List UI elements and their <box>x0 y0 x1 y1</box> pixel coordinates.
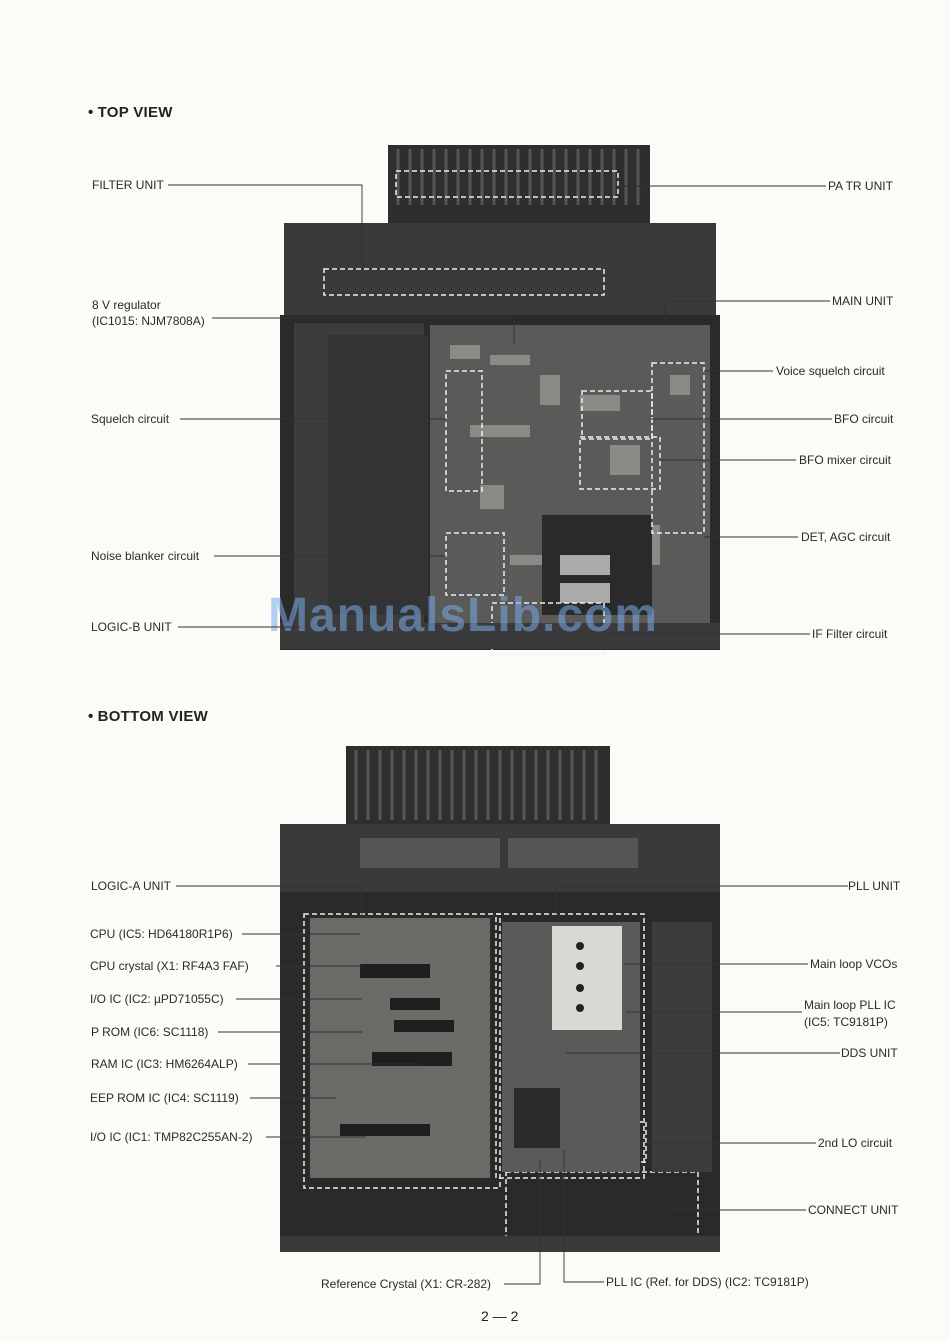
label-pll-unit: PLL UNIT <box>848 879 901 893</box>
label-ic1015: (IC1015: NJM7808A) <box>92 314 205 328</box>
label-if-filter: IF Filter circuit <box>812 627 888 641</box>
label-bfo-mixer: BFO mixer circuit <box>799 453 892 467</box>
label-reference-crystal: Reference Crystal (X1: CR-282) <box>321 1277 492 1291</box>
label-eeprom: EEP ROM IC (IC4: SC1119) <box>90 1091 239 1105</box>
watermark: ManualsLib.com <box>268 589 659 642</box>
label-cpu-crystal: CPU crystal (X1: RF4A3 FAF) <box>90 959 249 973</box>
label-ram-ic: RAM IC (IC3: HM6264ALP) <box>91 1057 238 1071</box>
label-prom: P ROM (IC6: SC1118) <box>91 1025 209 1039</box>
label-main-loop-pll-ic: Main loop PLL IC <box>804 998 896 1012</box>
label-connect-unit: CONNECT UNIT <box>808 1203 899 1217</box>
label-bfo-circuit: BFO circuit <box>834 412 894 426</box>
label-8v-regulator: 8 V regulator <box>92 298 161 312</box>
bottom-view-photo <box>280 746 720 1252</box>
label-main-loop-vcos: Main loop VCOs <box>810 957 898 971</box>
label-ic5-tc9181p: (IC5: TC9181P) <box>804 1015 888 1029</box>
label-pa-tr-unit: PA TR UNIT <box>828 179 893 193</box>
label-dds-unit: DDS UNIT <box>841 1046 898 1060</box>
label-logic-b-unit: LOGIC-B UNIT <box>91 620 172 634</box>
label-2nd-lo: 2nd LO circuit <box>818 1136 893 1150</box>
page-number: 2 — 2 <box>481 1308 519 1324</box>
bottom-view-heading: •BOTTOM VIEW <box>88 708 209 725</box>
label-logic-a-unit: LOGIC-A UNIT <box>91 879 172 893</box>
top-view-photo <box>280 145 720 655</box>
label-pll-ic-dds: PLL IC (Ref. for DDS) (IC2: TC9181P) <box>606 1275 809 1289</box>
label-main-unit: MAIN UNIT <box>832 294 894 308</box>
top-view-heading: •TOP VIEW <box>88 104 173 121</box>
label-io-ic1: I/O IC (IC1: TMP82C255AN-2) <box>90 1130 253 1144</box>
label-voice-squelch: Voice squelch circuit <box>776 364 885 378</box>
label-noise-blanker: Noise blanker circuit <box>91 549 200 563</box>
bullet-dot-icon: • <box>88 708 94 725</box>
bullet-dot-icon: • <box>88 104 94 121</box>
label-io-ic2: I/O IC (IC2: µPD71055C) <box>90 992 224 1006</box>
label-squelch-circuit: Squelch circuit <box>91 412 170 426</box>
label-det-agc: DET, AGC circuit <box>801 530 891 544</box>
label-filter-unit: FILTER UNIT <box>92 178 164 192</box>
label-cpu: CPU (IC5: HD64180R1P6) <box>90 927 233 941</box>
